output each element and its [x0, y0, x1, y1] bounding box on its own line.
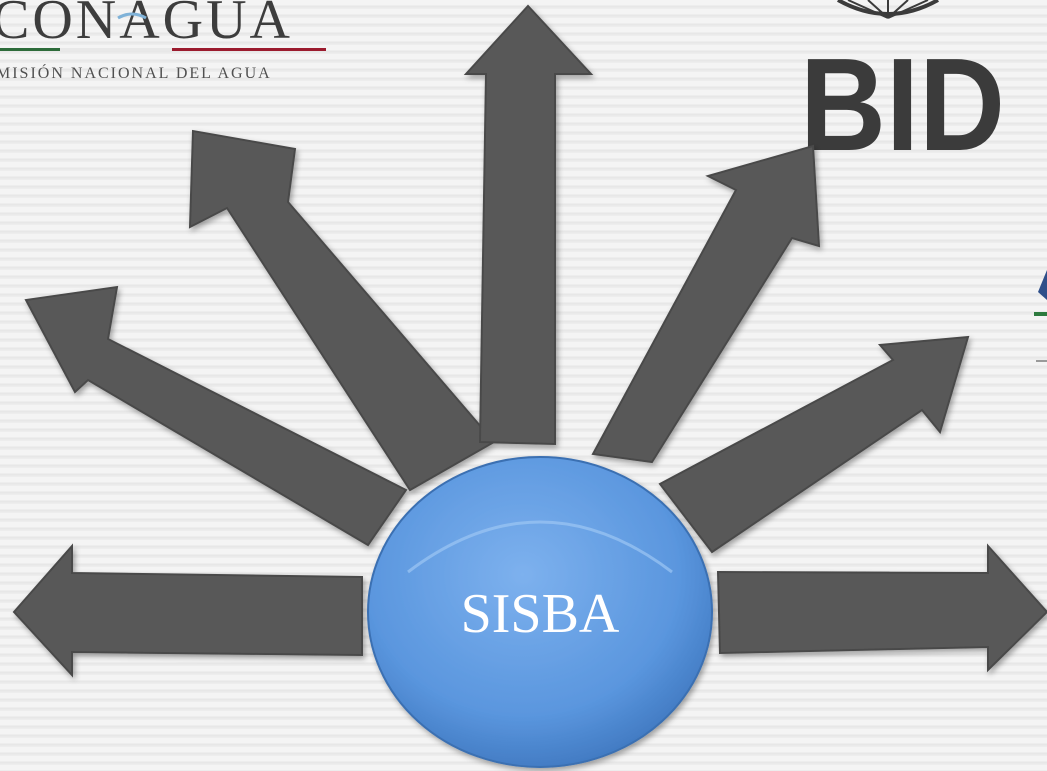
conagua-logo: CONAGUA MISIÓN NACIONAL DEL AGUA — [0, 0, 326, 82]
partner-logo-mark-icon — [1038, 270, 1047, 300]
bid-logo-text: BID — [800, 31, 1005, 178]
hub-label: SISBA — [461, 583, 620, 645]
hub-circle — [367, 456, 713, 768]
flag-stripe-green — [0, 48, 60, 51]
partner-logo-bar-icon — [1034, 312, 1047, 316]
bid-emblem-rays-icon — [847, 0, 929, 19]
arrow-up-left — [188, 129, 496, 492]
hub-node — [367, 456, 713, 768]
arrow-left — [12, 543, 363, 678]
arrow-group — [12, 4, 1047, 678]
arrow-upper-left — [24, 285, 408, 547]
conagua-logo-subtitle: MISIÓN NACIONAL DEL AGUA — [0, 63, 272, 82]
bid-logo: BID — [800, 0, 1005, 178]
arrow-up-right — [591, 144, 821, 464]
arrow-upper-right — [658, 335, 970, 554]
flag-stripe-white — [60, 48, 172, 51]
flag-stripe-red — [172, 48, 326, 51]
wave-icon — [117, 12, 147, 20]
hub-highlight — [407, 520, 673, 574]
conagua-logo-text: CONAGUA — [0, 0, 293, 51]
arrow-right — [716, 543, 1047, 673]
arrow-up — [463, 4, 594, 446]
partner-logo-line-icon — [1036, 360, 1047, 362]
partner-logo-fragment — [1034, 270, 1047, 362]
